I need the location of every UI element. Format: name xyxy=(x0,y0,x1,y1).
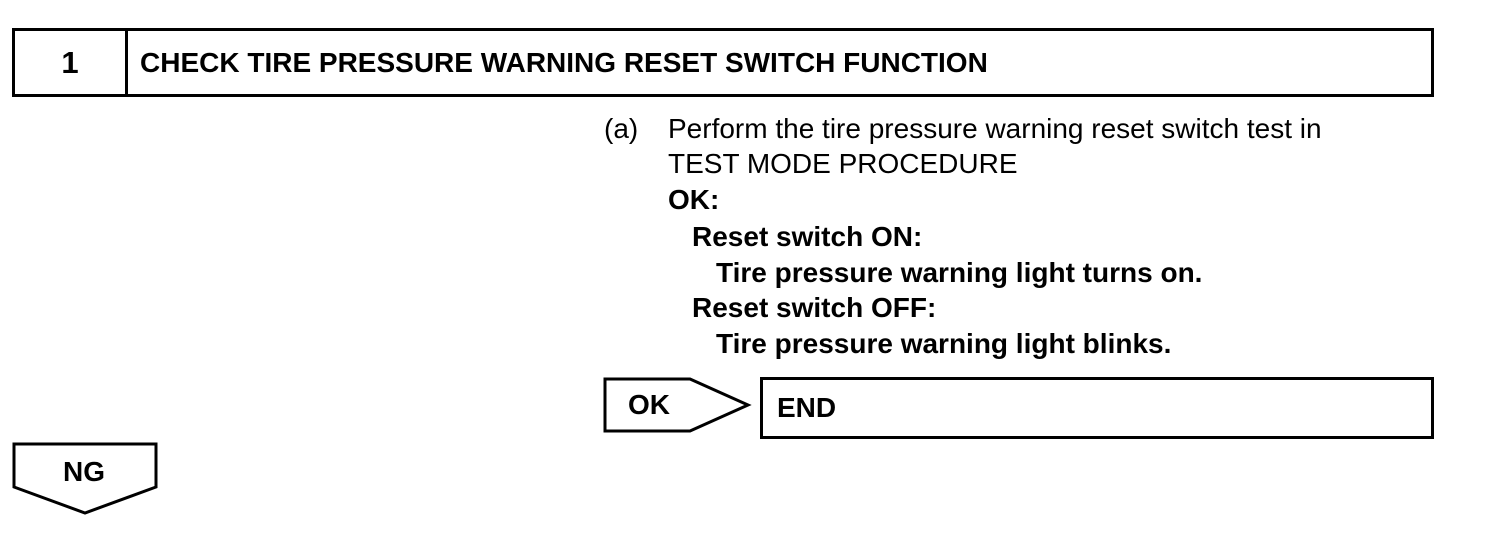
instruction-line-1: Perform the tire pressure warning reset … xyxy=(668,113,1322,144)
ng-arrow-shape xyxy=(12,442,158,515)
instruction-marker: (a) xyxy=(604,113,639,144)
step-header: 1 CHECK TIRE PRESSURE WARNING RESET SWIT… xyxy=(12,28,1434,97)
step-title: CHECK TIRE PRESSURE WARNING RESET SWITCH… xyxy=(140,46,988,78)
end-box: END xyxy=(760,377,1434,439)
instruction-line-2: TEST MODE PROCEDURE xyxy=(668,148,1018,179)
step-number: 1 xyxy=(15,31,128,94)
condition-1-label: Reset switch ON: xyxy=(692,221,923,252)
condition-1-result: Tire pressure warning light turns on. xyxy=(716,257,1203,288)
ok-arrow-label: OK xyxy=(628,389,670,420)
ok-arrow-shape xyxy=(603,377,752,433)
ok-criteria-heading: OK: xyxy=(668,184,720,215)
condition-2-result: Tire pressure warning light blinks. xyxy=(716,328,1172,359)
end-label: END xyxy=(777,392,837,423)
ng-arrow-label: NG xyxy=(63,456,105,487)
condition-2-label: Reset switch OFF: xyxy=(692,292,937,323)
